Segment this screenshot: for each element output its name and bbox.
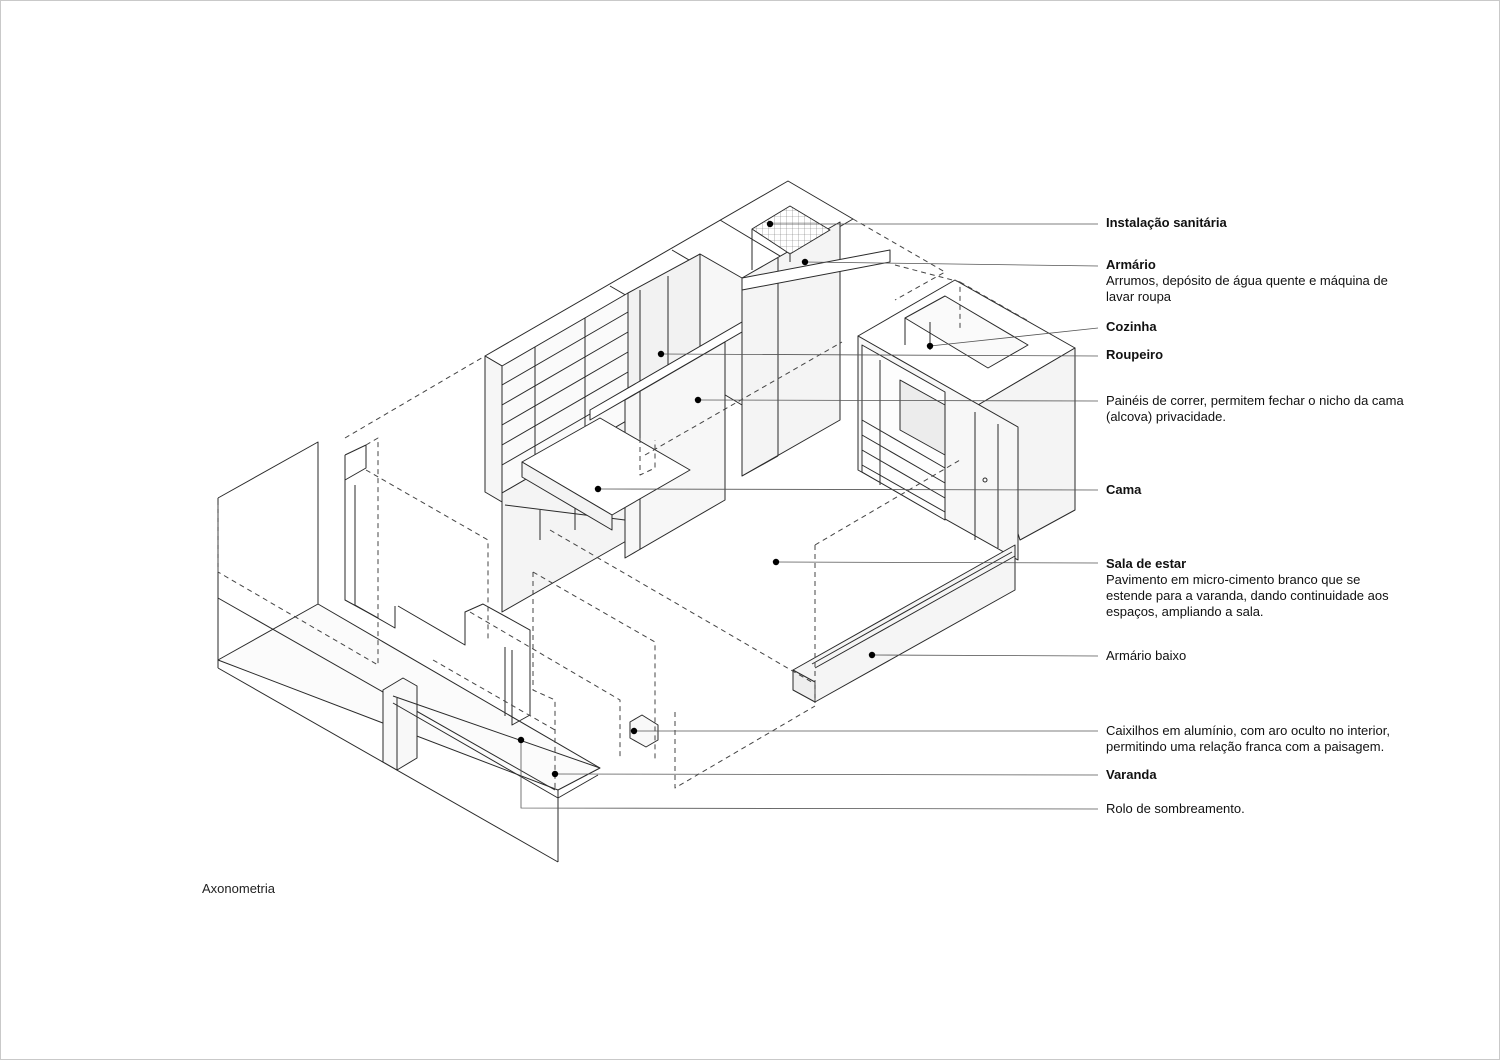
kitchen-block: [857, 279, 1076, 541]
bed: [521, 417, 691, 531]
label-cama: Cama: [1106, 482, 1406, 498]
label-varanda: Varanda: [1106, 767, 1406, 783]
label-armario: Armário Arrumos, depósito de água quente…: [1106, 257, 1406, 305]
label-title: Cama: [1106, 482, 1142, 497]
label-rolo-de-sombreamento: Rolo de sombreamento.: [1106, 801, 1406, 817]
left-shelving: [501, 292, 629, 613]
label-roupeiro: Roupeiro: [1106, 347, 1406, 363]
label-caixilhos: Caixilhos em alumínio, com aro oculto no…: [1106, 723, 1396, 755]
label-desc: Arrumos, depósito de água quente e máqui…: [1106, 273, 1388, 304]
label-title: Roupeiro: [1106, 347, 1164, 362]
balcony-facade: [217, 441, 659, 863]
drawing-caption: Axonometria: [202, 881, 275, 896]
label-desc: Caixilhos em alumínio, com aro oculto no…: [1106, 723, 1390, 754]
right-shelving-wall: [857, 335, 1019, 561]
label-armario-baixo: Armário baixo: [1106, 648, 1406, 664]
label-desc: Armário baixo: [1106, 648, 1187, 663]
low-cabinet: [792, 544, 1016, 703]
label-desc: Painéis de correr, permitem fechar o nic…: [1106, 393, 1404, 424]
label-desc: Rolo de sombreamento.: [1106, 801, 1245, 816]
label-paineis-de-correr: Painéis de correr, permitem fechar o nic…: [1106, 393, 1406, 425]
bathroom-shower: [751, 205, 831, 270]
dashed-guides: [217, 218, 1031, 790]
label-instalacao-sanitaria: Instalação sanitária: [1106, 215, 1406, 231]
leader-dots: [517, 220, 934, 778]
label-desc: Pavimento em micro-cimento branco que se…: [1106, 572, 1389, 619]
label-cozinha: Cozinha: [1106, 319, 1406, 335]
label-title: Armário: [1106, 257, 1156, 272]
label-title: Instalação sanitária: [1106, 215, 1227, 230]
label-title: Sala de estar: [1106, 556, 1187, 571]
label-title: Cozinha: [1106, 319, 1157, 334]
label-title: Varanda: [1106, 767, 1157, 782]
label-sala-de-estar: Sala de estar Pavimento em micro-cimento…: [1106, 556, 1406, 620]
leader-lines: [520, 223, 1099, 810]
